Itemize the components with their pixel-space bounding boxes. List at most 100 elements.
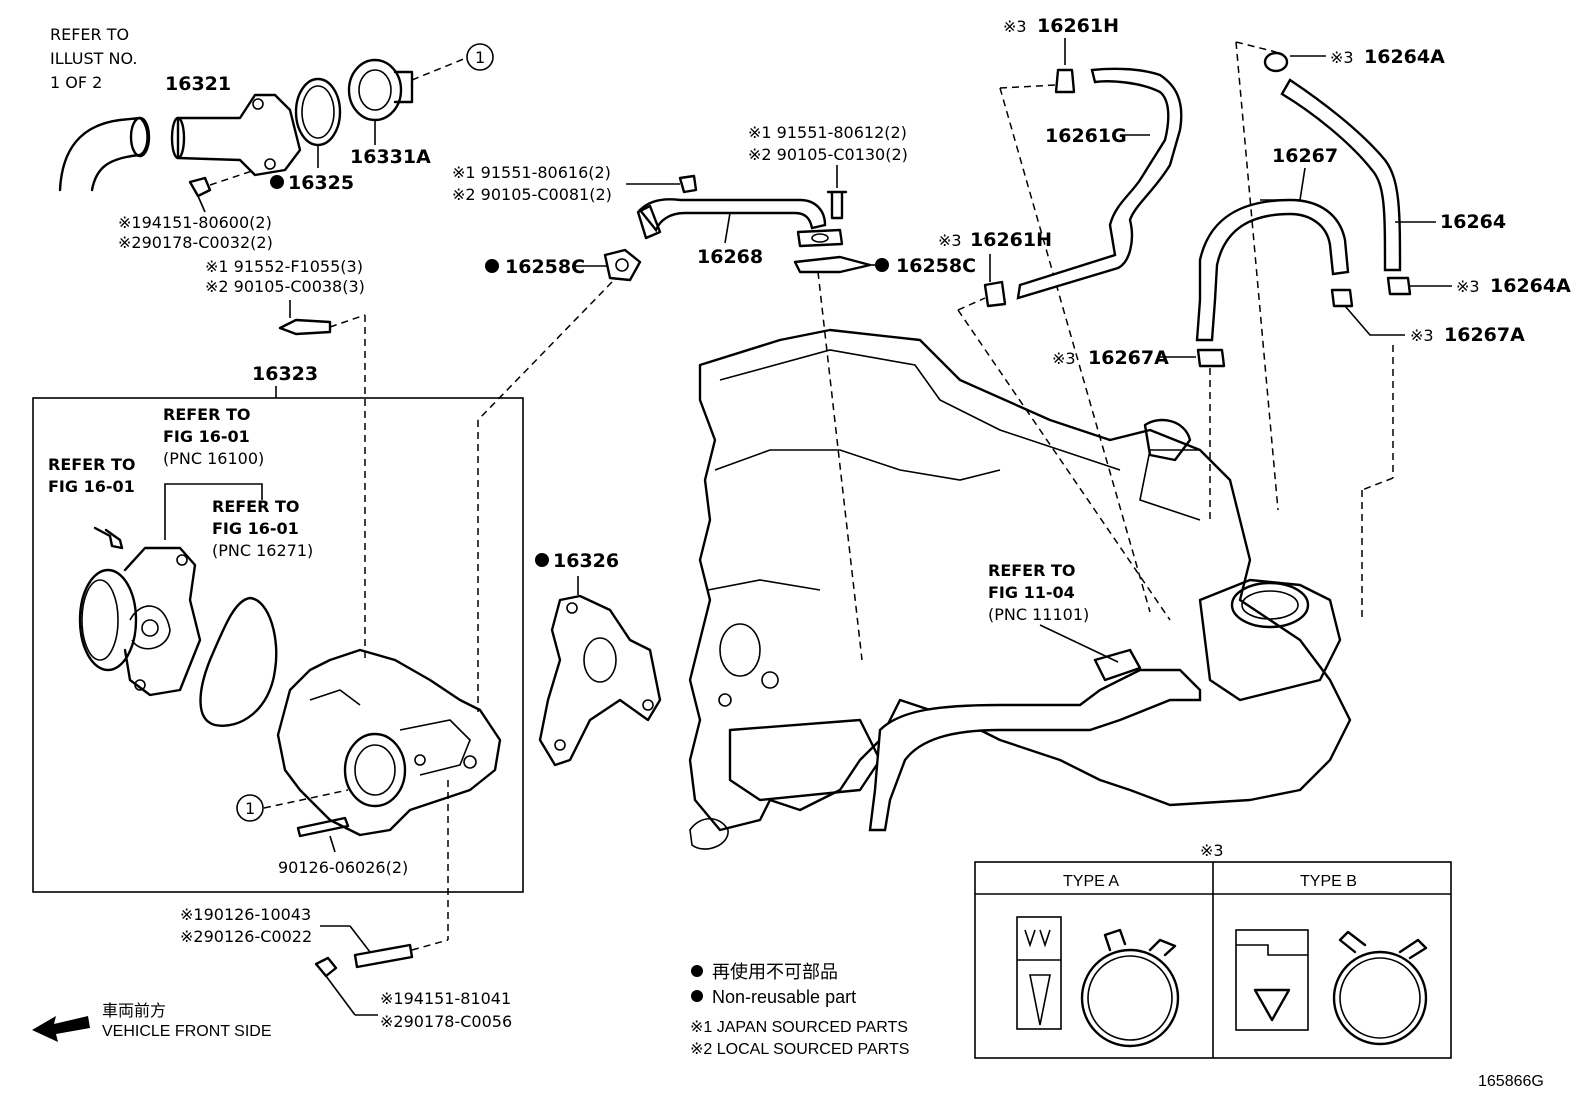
callout-circle-1b <box>236 794 264 822</box>
part-stud2-b: ※290126-C0022 <box>180 927 312 946</box>
x3-mark-top-right: ※3 <box>1330 48 1354 67</box>
refer-fig-d-3: (PNC 11101) <box>988 605 1089 624</box>
callout-circle-1 <box>466 43 494 71</box>
refer-fig-b: REFER TO FIG 16-01 <box>48 455 136 496</box>
small-bolt <box>93 526 124 550</box>
svg-text:FIG 16-01: FIG 16-01 <box>48 477 135 496</box>
o-ring-gasket <box>199 596 278 727</box>
clamp-16264a-right <box>1386 276 1412 296</box>
part-bolt1-b: ※290178-C0032(2) <box>118 233 273 252</box>
hose-16261g <box>1016 67 1183 300</box>
svg-text:FIG 16-01: FIG 16-01 <box>212 519 299 538</box>
nut2 <box>314 956 338 978</box>
refer-illust-note: REFER TO ILLUST NO. 1 OF 2 <box>50 25 137 92</box>
svg-text:REFER TO: REFER TO <box>212 497 300 516</box>
refer-fig-c: REFER TO FIG 16-01 (PNC 16271) <box>212 497 313 560</box>
part-bolt4-b: ※2 90105-C0130(2) <box>748 145 908 164</box>
pump-housing <box>276 648 502 837</box>
clamp-16267a-right <box>1330 288 1354 308</box>
label-16261h-mid: 16261H <box>970 229 1052 251</box>
label-16264a-top: 16264A <box>1364 46 1445 68</box>
water-pump-assembly-box <box>32 397 524 893</box>
label-16264a-right: 16264A <box>1490 275 1571 297</box>
front-label-jp: 車両前方 <box>102 1002 166 1020</box>
legend-dot-en <box>691 990 703 1002</box>
label-16261h-top: 16261H <box>1037 15 1119 37</box>
part-bolt2-b: ※2 90105-C0038(3) <box>205 277 365 296</box>
bolt3 <box>678 174 698 194</box>
label-16258c-left: 16258C <box>505 256 585 278</box>
label-16264: 16264 <box>1440 211 1506 233</box>
part-bolt1-a: ※194151-80600(2) <box>118 213 272 232</box>
clamp-16267a-left <box>1196 348 1226 368</box>
figure-id: 165866G <box>1478 1073 1544 1090</box>
label-16321: 16321 <box>165 73 231 95</box>
refer-fig-d-2: FIG 11-04 <box>988 583 1075 602</box>
bypass-pipe-16268 <box>638 198 827 233</box>
x3-mark: ※3 <box>1003 17 1027 36</box>
clamp-type-b <box>1235 929 1428 1046</box>
thermostat-16331a <box>347 58 414 122</box>
svg-text:FIG 16-01: FIG 16-01 <box>163 427 250 446</box>
svg-text:ILLUST NO.: ILLUST NO. <box>50 49 137 68</box>
svg-text:1 OF 2: 1 OF 2 <box>50 73 102 92</box>
part-nut-a: ※194151-81041 <box>380 989 511 1008</box>
x3-mark-mid: ※3 <box>938 231 962 250</box>
hose-end <box>129 116 151 158</box>
gasket-16326 <box>538 594 662 767</box>
svg-text:REFER TO: REFER TO <box>163 405 251 424</box>
label-16267: 16267 <box>1272 145 1338 167</box>
stud-long <box>353 943 414 969</box>
svg-text:REFER TO: REFER TO <box>48 455 136 474</box>
clamp-16261h-mid <box>983 280 1007 308</box>
label-16268: 16268 <box>697 246 763 268</box>
legend-non-reusable-jp: 再使用不可部品 <box>712 962 838 982</box>
part-bolt4-a: ※1 91551-80612(2) <box>748 123 907 142</box>
x3-mark-l2: ※3 <box>1052 349 1076 368</box>
engine-block <box>688 328 1352 850</box>
part-nut-b: ※290178-C0056 <box>380 1012 512 1031</box>
label-16258c-right: 16258C <box>896 255 976 277</box>
legend-local-sourced: ※2 LOCAL SOURCED PARTS <box>690 1041 909 1058</box>
non-reusable-dot <box>270 175 284 189</box>
refer-fig-a: REFER TO FIG 16-01 (PNC 16100) <box>163 405 264 468</box>
type-header: ※3 <box>1200 841 1224 860</box>
label-16325: 16325 <box>288 172 354 194</box>
front-arrow-icon <box>32 1016 90 1042</box>
svg-text:1: 1 <box>245 799 255 818</box>
label-16267a-left: 16267A <box>1088 347 1169 369</box>
part-stud: 90126-06026(2) <box>278 858 408 877</box>
front-label-en: VEHICLE FRONT SIDE <box>102 1023 272 1040</box>
clamp-16264a-top <box>1263 51 1289 73</box>
label-16326: 16326 <box>553 550 619 572</box>
water-inlet-16321 <box>170 93 302 177</box>
label-16323: 16323 <box>252 363 318 385</box>
legend-japan-sourced: ※1 JAPAN SOURCED PARTS <box>690 1019 908 1036</box>
svg-text:(PNC 16100): (PNC 16100) <box>163 449 264 468</box>
part-bolt3-a: ※1 91551-80616(2) <box>452 163 611 182</box>
clamp-16261h-top <box>1054 68 1076 94</box>
svg-text:1: 1 <box>475 48 485 67</box>
svg-text:(PNC 16271): (PNC 16271) <box>212 541 313 560</box>
nut <box>188 176 212 198</box>
hose-16264 <box>1280 78 1402 272</box>
label-16331a: 16331A <box>350 146 431 168</box>
type-b-label: TYPE B <box>1300 873 1357 890</box>
gasket-16258c-right <box>793 255 872 274</box>
gasket-16325 <box>294 77 342 147</box>
refer-fig-d-1: REFER TO <box>988 561 1076 580</box>
svg-text:REFER TO: REFER TO <box>50 25 129 44</box>
part-bolt3-b: ※2 90105-C0081(2) <box>452 185 612 204</box>
label-16267a-right: 16267A <box>1444 324 1525 346</box>
stud <box>296 816 350 838</box>
radiator-hose-stub <box>58 116 149 192</box>
bolt <box>278 318 332 336</box>
water-pump <box>78 546 202 697</box>
x3-mark-r2: ※3 <box>1410 326 1434 345</box>
bolt4 <box>826 190 848 220</box>
part-stud2-a: ※190126-10043 <box>180 905 311 924</box>
hose-16267 <box>1195 198 1350 342</box>
type-a-label: TYPE A <box>1063 873 1119 890</box>
gasket-16258c-left <box>603 248 642 282</box>
